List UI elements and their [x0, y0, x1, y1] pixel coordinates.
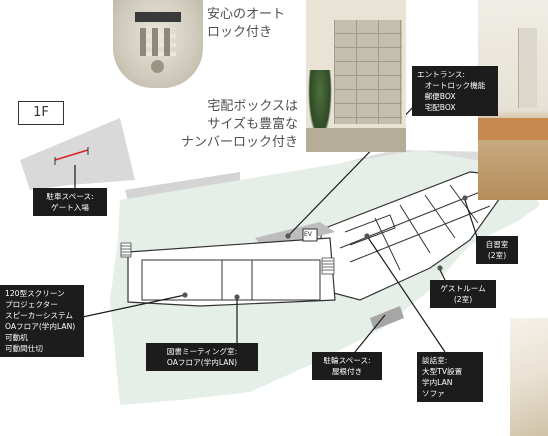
label-theater-features: 120型スクリーン プロジェクター スピーカーシステム OAフロア(学内LAN)… [0, 285, 84, 357]
entrance-interior-photo [478, 0, 548, 200]
label-bike-parking: 駐輪スペース: 屋根付き [312, 352, 382, 380]
lounge-photo [510, 318, 548, 436]
gray-zone-left [20, 118, 135, 190]
wood-counter [478, 118, 548, 140]
floor-strip [306, 128, 406, 152]
label-ev: EV [304, 231, 312, 238]
parking-gate [54, 147, 89, 165]
label-lounge: 談話室: 大型TV設置 学内LAN ソファ [417, 352, 483, 402]
delivery-box-photo [306, 0, 406, 152]
bike-slab [370, 306, 404, 330]
locker-bank [334, 20, 402, 124]
ev-box [302, 228, 318, 242]
label-guest-room: ゲストルーム (2室) [430, 280, 496, 308]
floor-label: 1F [18, 101, 64, 125]
panel-display [135, 12, 181, 22]
stairs-east [321, 257, 335, 275]
keypad-grid [140, 28, 176, 56]
label-parking: 駐車スペース: ゲート入場 [33, 188, 107, 216]
caption-autolock: 安心のオート ロック付き [207, 7, 286, 40]
leader-dots [182, 195, 468, 300]
meeting-room-box [141, 259, 321, 301]
key-slot [151, 60, 164, 73]
label-study-room: 自習室 (2室) [476, 236, 518, 264]
stairs-west [120, 242, 132, 258]
caption-delivery-box: 宅配ボックスは サイズも豊富な ナンバーロック付き [180, 99, 298, 150]
label-meeting-room: 図書ミーティング室: OAフロア(学内LAN) [146, 343, 258, 371]
label-entrance: エントランス: オートロック機能 郵便BOX 宅配BOX [412, 66, 498, 116]
door-frame [518, 28, 537, 108]
autolock-panel-photo [113, 0, 203, 88]
